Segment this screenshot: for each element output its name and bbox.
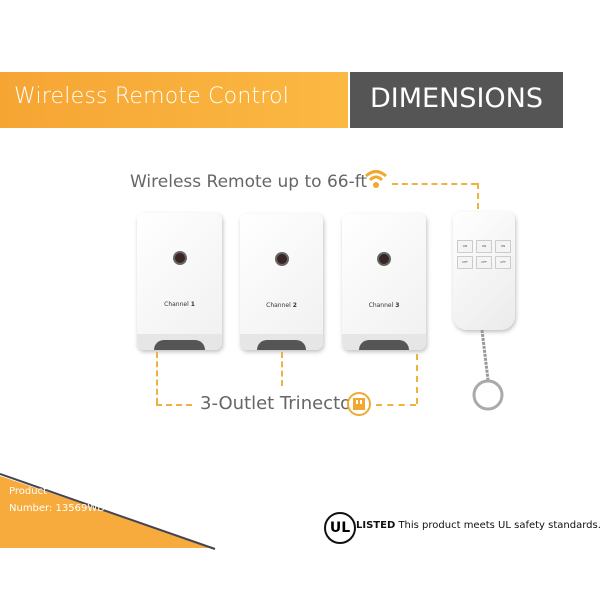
ul-logo: UL [324, 512, 356, 544]
led-icon [276, 254, 287, 264]
dashed-line [376, 404, 416, 406]
remote-on-1: ON [457, 240, 473, 253]
outlet-channel-3: Channel 3 [342, 214, 426, 350]
dashed-line [156, 352, 158, 404]
outlet-channel-2: Channel 2 [240, 214, 323, 350]
channel-number: 2 [292, 302, 297, 309]
dimensions-label: DIMENSIONS [370, 83, 543, 114]
keychain-icon [472, 329, 504, 411]
ul-statement: LISTED This product meets UL safety stan… [356, 520, 600, 531]
dimensions-badge: DIMENSIONS [350, 72, 563, 128]
remote-off-3: OFF [495, 256, 511, 269]
wireless-range-label: Wireless Remote up to 66-ft [130, 172, 368, 192]
channel-number: 3 [395, 302, 400, 309]
remote-off-2: OFF [476, 256, 492, 269]
led-icon [174, 253, 185, 263]
dashed-line [416, 354, 418, 404]
title-banner: Wireless Remote Control [0, 72, 348, 128]
dashed-line [281, 352, 283, 386]
remote-on-2: ON [476, 240, 492, 253]
product-label: Product [9, 486, 47, 497]
led-icon [379, 254, 389, 264]
channel-label: Channel [368, 302, 394, 309]
dashed-line [477, 183, 479, 209]
channel-number: 1 [190, 301, 195, 308]
remote-on-3: ON [495, 240, 511, 253]
ul-text: This product meets UL safety standards. [398, 520, 600, 531]
title: Wireless Remote Control [14, 84, 290, 109]
remote-off-1: OFF [457, 256, 473, 269]
dashed-line [156, 404, 192, 406]
dashed-line [392, 183, 477, 185]
channel-label: Channel [266, 302, 291, 309]
outlet-channel-1: Channel 1 [137, 213, 222, 350]
ul-listed: LISTED [356, 520, 396, 531]
outlet-icon [347, 392, 371, 416]
channel-label: Channel [164, 301, 189, 308]
product-number-value: Number: 13569WD [9, 503, 105, 514]
wifi-icon [364, 170, 388, 188]
trinector-label: 3-Outlet Trinector [200, 393, 359, 414]
remote-control: ON ON ON OFF OFF OFF [453, 212, 515, 330]
